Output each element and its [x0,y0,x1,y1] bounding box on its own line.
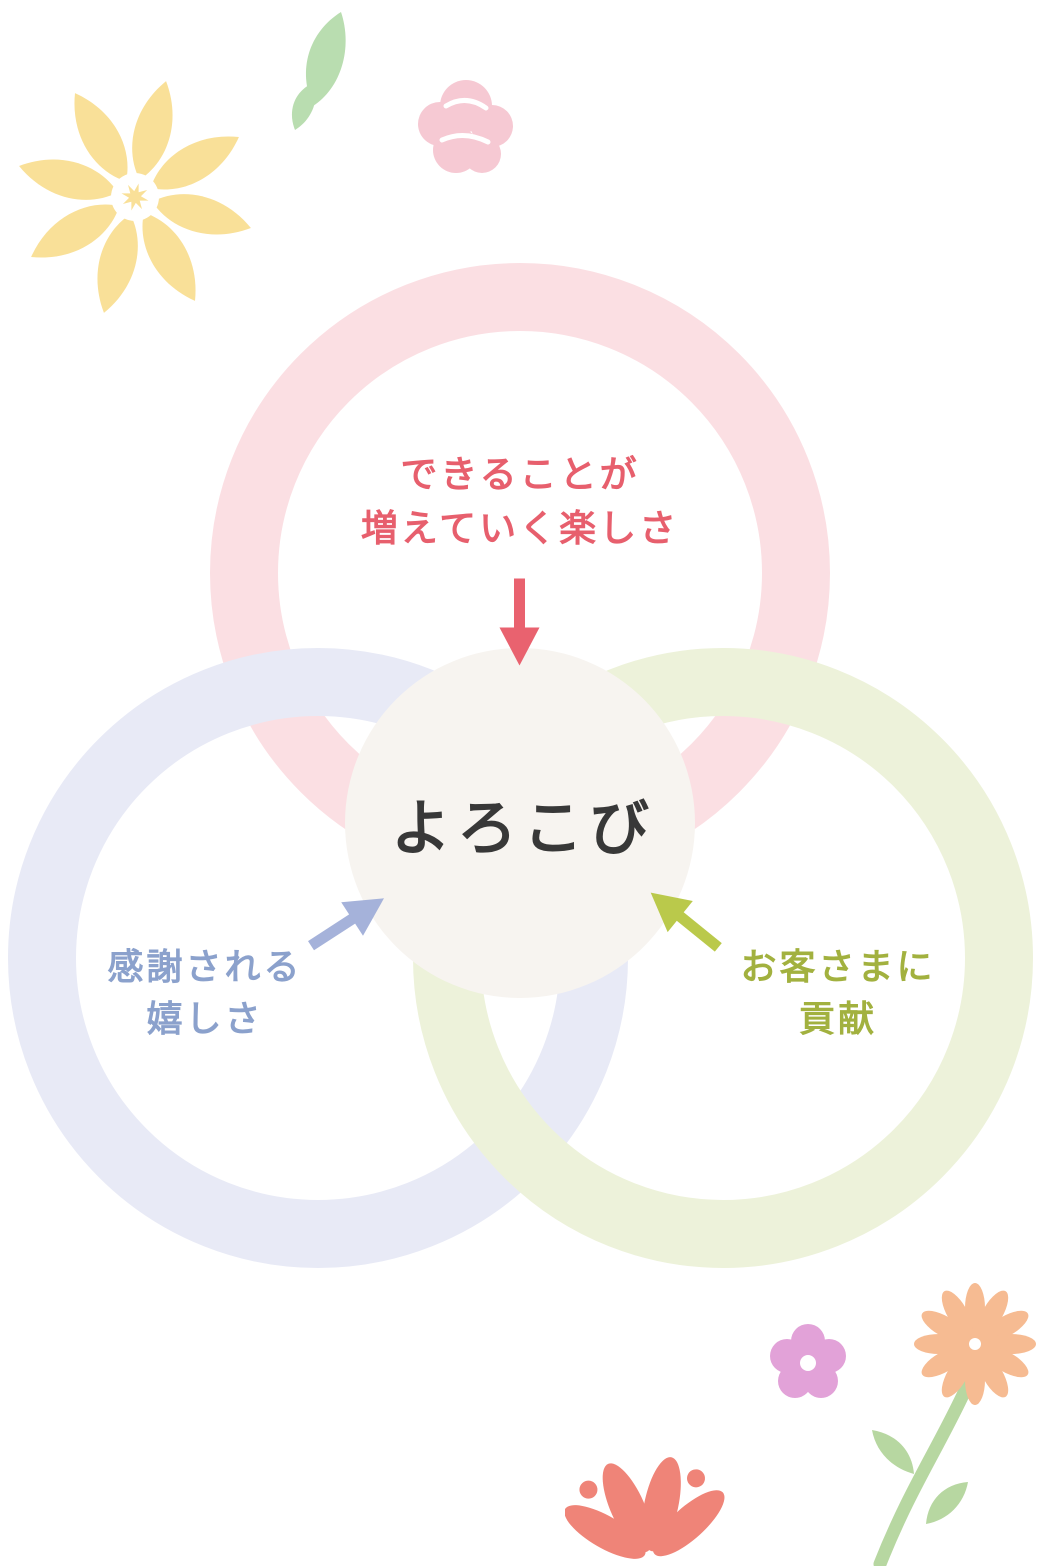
top-factor-line2: 増えていく楽しさ [360,506,680,550]
right-factor-line1: お客さまに [740,947,936,988]
top-factor-line1: できることが [400,453,640,496]
purple-flower-icon [770,1324,846,1398]
left-factor-line2: 嬉しさ [146,999,264,1041]
yellow-flower-icon [19,81,251,313]
center-label: よろこび [391,793,655,864]
green-leaves-icon [291,12,346,130]
top-factor-label: できることが 増えていく楽しさ [210,448,830,555]
pink-blossom-icon [418,80,513,173]
orange-flower-with-stem-icon [872,1283,1036,1566]
right-factor-label: お客さまに 貢献 [688,942,988,1046]
top-arrow-icon [499,578,540,666]
left-arrow-icon [308,898,384,951]
left-factor-line1: 感謝される [107,947,303,988]
center-circle: よろこび [345,648,695,998]
left-factor-label: 感謝される 嬉しさ [55,942,355,1046]
right-arrow-icon [650,892,722,952]
right-factor-line2: 貢献 [798,999,877,1041]
coral-flower-icon [565,1457,725,1559]
